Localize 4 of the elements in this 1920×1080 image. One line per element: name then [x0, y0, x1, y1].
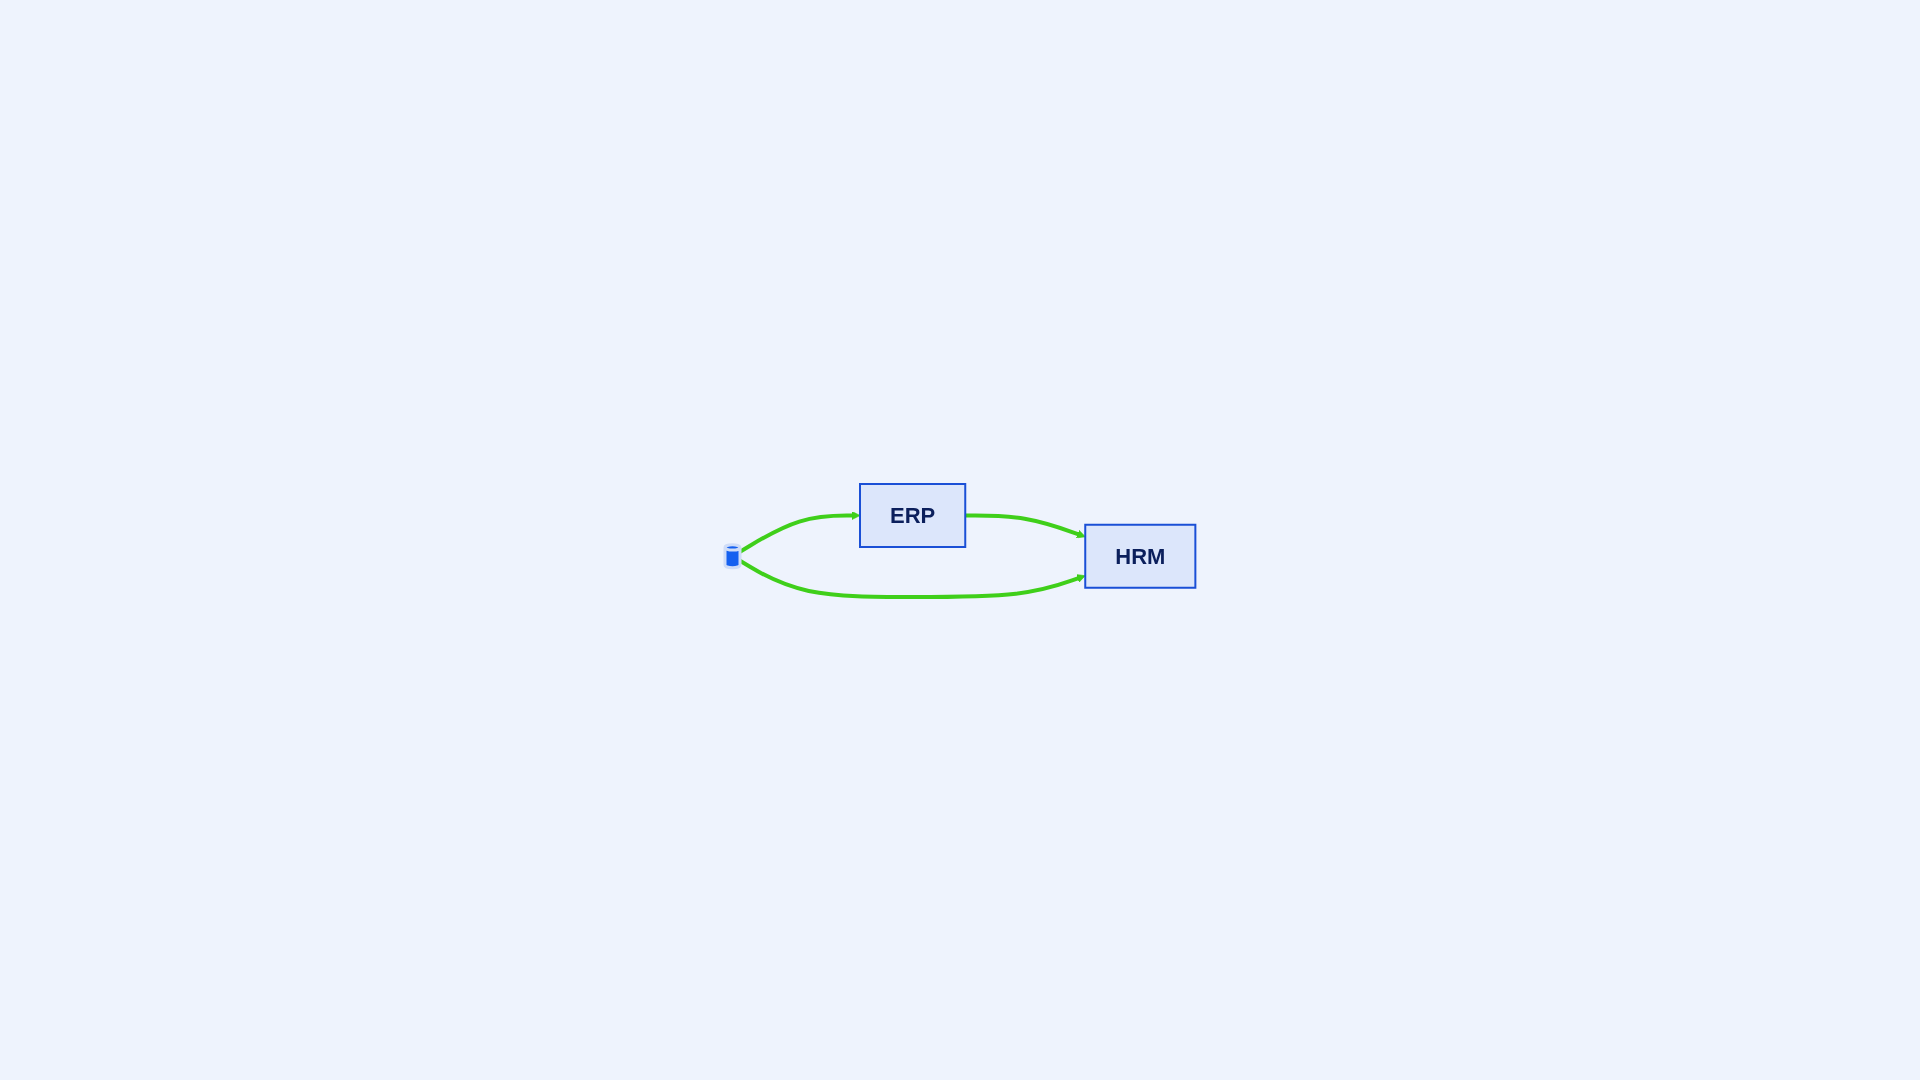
node-box: HRM	[1084, 523, 1197, 589]
arrow	[965, 513, 1086, 538]
node-cylinder	[723, 542, 742, 569]
node-box: ERP	[858, 482, 967, 548]
